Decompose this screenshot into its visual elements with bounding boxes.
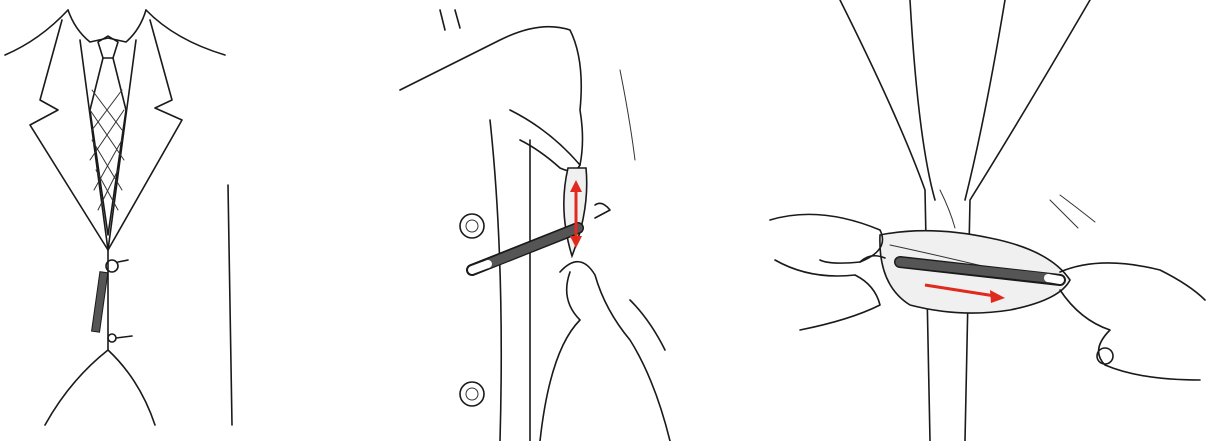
right-hand-knuckle [1096, 347, 1114, 365]
lower-hand-outline [559, 260, 671, 441]
jacket-side-seam [227, 184, 233, 426]
button-upper [459, 213, 485, 239]
jacket-button [107, 333, 117, 343]
stick-tip [468, 260, 492, 274]
jacket-right-lapel [964, 0, 1091, 441]
stick-clip [594, 202, 611, 219]
clip-tab [117, 259, 129, 263]
step-1-illustration [0, 0, 260, 441]
adjust-drawing [399, 9, 671, 441]
upper-hand-fingers [439, 9, 461, 31]
lower-hand-palm [539, 271, 581, 441]
jacket-left-inner [909, 0, 936, 201]
button-lower [459, 381, 485, 407]
shirt-collar [67, 9, 147, 43]
step-3-illustration [760, 0, 1211, 441]
left-thumb [859, 254, 886, 263]
right-shoulder [145, 9, 226, 56]
stick-clip [105, 259, 119, 273]
lower-hand-finger [629, 299, 666, 351]
tie [89, 35, 127, 236]
jacket-right-inner [964, 0, 1006, 201]
stick-body [895, 257, 1053, 283]
right-lapel [107, 19, 183, 251]
button-line [115, 335, 133, 339]
right-front-edge [107, 349, 156, 426]
right-hand-upper [1059, 262, 1206, 301]
jacket-drawing [4, 9, 233, 426]
upper-hand-outline [399, 25, 584, 166]
left-hand-upper [769, 213, 884, 264]
right-hand-lower [1059, 289, 1201, 381]
left-hand-lower [774, 259, 881, 331]
pocket-square-stick [91, 259, 129, 333]
right-arrow-icon [924, 283, 1005, 303]
tie-knot [97, 35, 119, 59]
stick-body [483, 223, 583, 269]
stick-tip [1044, 274, 1064, 284]
stick-body [91, 271, 109, 333]
fabric-motion-lines [939, 189, 1096, 229]
fabric-fold-line [619, 69, 636, 161]
tie-pattern [89, 89, 125, 211]
jacket-edge [489, 119, 503, 441]
step-2-illustration [380, 0, 700, 441]
vertical-double-arrow-icon [570, 180, 582, 248]
left-lapel [29, 19, 109, 251]
upper-thumb [509, 109, 581, 172]
insert-drawing [769, 0, 1206, 441]
jacket-left-lapel [839, 0, 931, 441]
left-shoulder [4, 9, 69, 56]
left-front-edge [44, 249, 109, 426]
